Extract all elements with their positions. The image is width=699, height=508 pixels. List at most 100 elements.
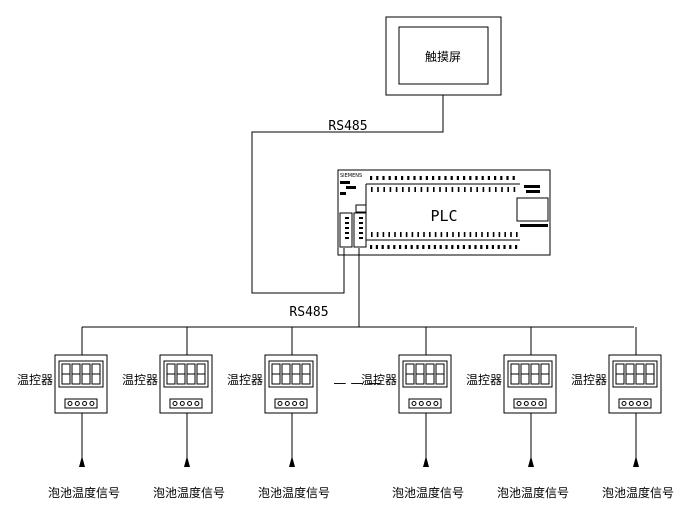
- controller-terminal: [172, 401, 178, 406]
- plc-terminal: [393, 245, 396, 249]
- controller-terminal-block: [408, 398, 442, 409]
- plc-terminal: [377, 187, 379, 192]
- controller-label: 温控器: [361, 373, 397, 387]
- plc-terminal: [438, 176, 441, 180]
- controller-terminal: [187, 401, 193, 406]
- signal-arrow: [633, 456, 639, 467]
- plc-terminal: [387, 245, 390, 249]
- plc-led-1: [340, 181, 350, 184]
- plc-top-terminals: [370, 176, 516, 192]
- controller-terminal: [179, 401, 185, 406]
- plc-terminal: [389, 187, 392, 192]
- signal-label: 泡池温度信号: [153, 485, 225, 500]
- plc-terminal: [375, 245, 378, 249]
- plc-terminal: [506, 176, 509, 180]
- plc-expansion-slot: [516, 197, 549, 222]
- plc-terminal: [486, 245, 489, 249]
- controller-terminal: [516, 401, 522, 406]
- plc-terminal: [371, 232, 373, 237]
- plc-terminal: [439, 187, 441, 192]
- signal-label: 泡池温度信号: [497, 485, 569, 500]
- plc-terminal: [388, 176, 391, 180]
- plc-terminal: [476, 187, 478, 192]
- signal-label: 泡池温度信号: [392, 485, 464, 500]
- plc-terminal: [458, 232, 460, 237]
- controller-label: 温控器: [466, 373, 502, 387]
- plc-port-pin: [359, 232, 363, 234]
- plc-terminal: [464, 187, 466, 192]
- controller-body: [159, 354, 213, 414]
- touchscreen: 触摸屏: [385, 16, 502, 96]
- controller-display: [58, 360, 104, 388]
- plc-terminal: [456, 176, 459, 180]
- controller-terminal: [628, 401, 634, 406]
- plc-terminal: [382, 232, 385, 237]
- controller-terminal: [74, 401, 80, 406]
- plc-terminal: [428, 245, 431, 249]
- controller-terminal: [426, 401, 432, 406]
- plc-terminal: [451, 245, 454, 249]
- controller-terminal: [531, 401, 537, 406]
- controller-terminal: [621, 401, 627, 406]
- controller-terminal: [67, 401, 73, 406]
- controller-terminal: [523, 401, 529, 406]
- plc-terminal: [433, 245, 436, 249]
- plc-terminal: [410, 245, 413, 249]
- controller-terminal: [82, 401, 88, 406]
- plc-terminal: [494, 176, 497, 180]
- plc-terminal: [444, 176, 447, 180]
- plc-terminal: [500, 176, 503, 180]
- plc-terminal: [432, 176, 435, 180]
- plc-terminal: [429, 232, 431, 237]
- controller-terminal: [636, 401, 642, 406]
- plc-terminal: [462, 245, 465, 249]
- plc-terminal: [407, 176, 410, 180]
- plc-terminal: [452, 232, 454, 237]
- controller-display: [268, 360, 314, 388]
- plc-terminal: [512, 176, 515, 180]
- plc-terminal: [370, 245, 373, 249]
- temperature-controllers: 温控器泡池温度信号温控器泡池温度信号温控器泡池温度信号温控器泡池温度信号温控器泡…: [17, 327, 674, 500]
- controller-terminal: [411, 401, 417, 406]
- controller-body: [264, 354, 318, 414]
- plc-terminal: [469, 176, 472, 180]
- controller-display: [163, 360, 209, 388]
- plc-terminal: [457, 187, 460, 192]
- plc-terminal: [469, 232, 472, 237]
- plc-indicator-1: [524, 185, 540, 188]
- plc-terminal: [510, 232, 512, 237]
- plc-terminal: [371, 187, 373, 192]
- plc-terminal: [395, 187, 398, 192]
- controller-body: [503, 354, 557, 414]
- plc-terminal: [480, 245, 483, 249]
- controller-terminal: [418, 401, 424, 406]
- lower-rs485-label: RS485: [289, 305, 328, 320]
- controller-display: [612, 360, 658, 388]
- controller-terminal: [194, 401, 200, 406]
- upper-rs485-label: RS485: [328, 119, 367, 134]
- lower-rs485-bus: RS485: [82, 248, 634, 328]
- signal-arrow: [423, 456, 429, 467]
- plc-terminal: [413, 176, 416, 180]
- plc-terminal: [516, 232, 518, 237]
- plc-terminal: [450, 176, 453, 180]
- plc: SIEMENS PLC: [337, 169, 551, 256]
- plc-port-pin: [359, 222, 363, 224]
- controller-terminal: [292, 401, 298, 406]
- controller-label: 温控器: [227, 373, 263, 387]
- plc-terminal: [426, 187, 429, 192]
- signal-arrow: [528, 456, 534, 467]
- controller-terminal-block: [64, 398, 98, 409]
- upper-rs485-wire: [251, 95, 444, 294]
- plc-terminal: [507, 187, 509, 192]
- plc-terminal: [515, 245, 518, 249]
- controller-terminal: [89, 401, 95, 406]
- signal-arrow: [289, 456, 295, 467]
- plc-terminal: [498, 232, 501, 237]
- plc-terminal: [411, 232, 414, 237]
- controller-body: [54, 354, 108, 414]
